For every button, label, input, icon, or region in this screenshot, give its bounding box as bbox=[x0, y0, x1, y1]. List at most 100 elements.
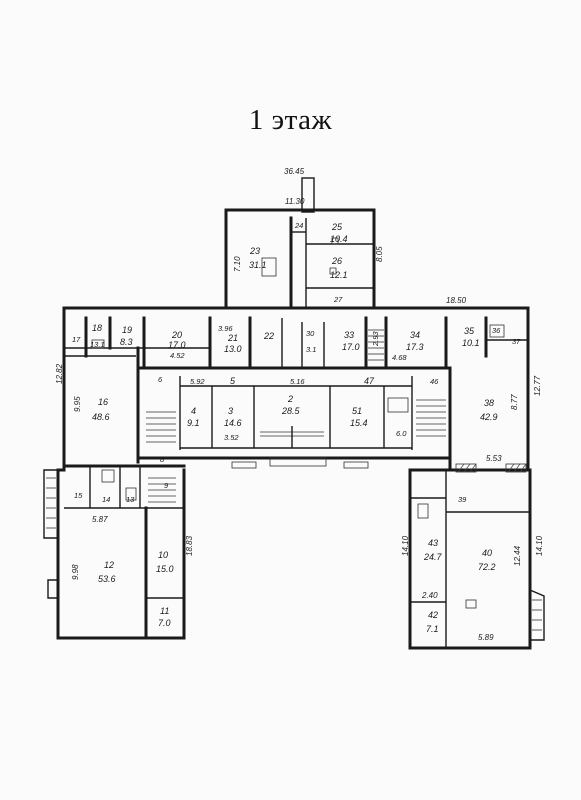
room-area: 24.7 bbox=[423, 552, 443, 562]
dim-left-d: 18.83 bbox=[185, 535, 194, 556]
room-number: 33 bbox=[344, 330, 354, 340]
plan-title: 1 этаж bbox=[248, 104, 333, 136]
right-wing bbox=[408, 366, 545, 650]
room-area: 14.6 bbox=[224, 418, 242, 428]
dim-right-e: 14.10 bbox=[535, 535, 544, 556]
dim-right-width: 5.89 bbox=[478, 633, 494, 642]
room-number: 27 bbox=[333, 295, 343, 304]
dim-right-d: 14.10 bbox=[401, 535, 410, 556]
wall bbox=[372, 306, 530, 370]
room-area: 53.6 bbox=[98, 574, 116, 584]
room-area: 28.5 bbox=[281, 406, 301, 416]
wall bbox=[408, 366, 530, 472]
room-measurements: 5.92 5.16 3.96 4.52 3.52 4.68 6.0 2.93 bbox=[170, 324, 407, 442]
measure-label: 2.93 bbox=[371, 331, 380, 347]
stair-left-wing bbox=[148, 477, 176, 503]
stove bbox=[331, 237, 339, 245]
room-number: 3 bbox=[228, 406, 233, 416]
hatched-block bbox=[455, 463, 477, 473]
room-number: 24 bbox=[294, 221, 303, 230]
north-block bbox=[224, 177, 376, 310]
dim-wing-width: 11.30 bbox=[285, 197, 305, 206]
left-wing-outline bbox=[56, 468, 186, 640]
measure-label: 5.16 bbox=[290, 377, 305, 386]
dim-right-c: 5.53 bbox=[486, 454, 502, 463]
room-number: 25 bbox=[331, 222, 343, 232]
room-number: 18 bbox=[92, 323, 102, 333]
room-number: 8 bbox=[160, 455, 165, 464]
room-number: 30 bbox=[306, 329, 315, 338]
stair-left bbox=[146, 411, 176, 443]
porch bbox=[529, 589, 545, 641]
room-area: 31.1 bbox=[249, 260, 267, 270]
room-number: 20 bbox=[171, 330, 182, 340]
stove bbox=[465, 599, 477, 609]
porch-small bbox=[47, 579, 58, 599]
room-area: 12.1 bbox=[330, 270, 348, 280]
room-number: 42 bbox=[428, 610, 438, 620]
room-area: 10.4 bbox=[330, 234, 348, 244]
room-number: 11 bbox=[160, 606, 169, 616]
room-number: 13 bbox=[126, 495, 135, 504]
room-area: 7.1 bbox=[426, 624, 439, 634]
fixture bbox=[101, 469, 115, 483]
stove bbox=[329, 267, 337, 275]
fixture bbox=[125, 487, 137, 501]
room-number: 10 bbox=[158, 550, 168, 560]
room-area: 3.1 bbox=[306, 345, 316, 354]
room-area: 48.6 bbox=[92, 412, 110, 422]
sink bbox=[489, 324, 505, 338]
room-number: 17 bbox=[72, 335, 81, 344]
stair-right bbox=[416, 399, 446, 437]
entrance-step bbox=[231, 461, 257, 469]
room-number: 16 bbox=[98, 397, 108, 407]
room-area: 7.0 bbox=[158, 618, 171, 628]
dimension-labels: 36.45 11.30 8.05 7.10 18.50 12.82 9.95 5… bbox=[55, 167, 544, 642]
porch bbox=[43, 469, 58, 539]
dim-small: 2.40 bbox=[421, 591, 438, 600]
chimney bbox=[301, 177, 315, 213]
measure-label: 3.96 bbox=[218, 324, 233, 333]
dim-north-right: 8.05 bbox=[375, 246, 384, 262]
room-number: 40 bbox=[482, 548, 492, 558]
room-number: 39 bbox=[458, 495, 467, 504]
room-number: 15 bbox=[74, 491, 83, 500]
dim-central-width: 18.50 bbox=[446, 296, 467, 305]
dim-left-a: 12.82 bbox=[55, 363, 64, 384]
dim-right-a: 12.77 bbox=[533, 375, 542, 396]
room-number: 38 bbox=[484, 398, 494, 408]
room-number: 36 bbox=[492, 326, 501, 335]
right-wing-outline bbox=[408, 468, 532, 650]
room-area: 17.0 bbox=[342, 342, 360, 352]
dim-left-b: 9.95 bbox=[73, 396, 82, 412]
fixture bbox=[417, 503, 429, 519]
north-block-outline bbox=[224, 208, 376, 310]
room-number: 35 bbox=[464, 326, 475, 336]
room-area: 15.4 bbox=[350, 418, 368, 428]
room-labels: 23 31.1 25 10.4 26 12.1 24 27 18 13.1 19… bbox=[72, 221, 521, 634]
entrance-step bbox=[269, 457, 327, 467]
left-wing bbox=[43, 346, 186, 640]
wc-fixture bbox=[387, 397, 409, 413]
dim-right-b: 8.77 bbox=[510, 394, 519, 410]
room-area: 10.1 bbox=[462, 338, 480, 348]
fixture bbox=[91, 339, 105, 349]
room-number: 34 bbox=[410, 330, 420, 340]
room-area: 72.2 bbox=[478, 562, 496, 572]
room-number: 9 bbox=[164, 481, 169, 490]
room-number: 6 bbox=[158, 375, 163, 384]
dim-top-width: 36.45 bbox=[284, 167, 305, 176]
measure-label: 4.52 bbox=[170, 351, 185, 360]
room-number: 12 bbox=[104, 560, 114, 570]
dim-north-left: 7.10 bbox=[233, 256, 242, 272]
room-area: 13.0 bbox=[224, 344, 242, 354]
hatched-block bbox=[505, 463, 527, 473]
room-area: 17.0 bbox=[168, 340, 186, 350]
room-number: 37 bbox=[512, 337, 521, 346]
top-strip bbox=[62, 306, 530, 472]
room-number: 51 bbox=[352, 406, 362, 416]
room-area: 15.0 bbox=[156, 564, 174, 574]
room-number: 23 bbox=[249, 246, 260, 256]
measure-label: 6.0 bbox=[396, 429, 407, 438]
room-area: 13.1 bbox=[90, 340, 105, 349]
